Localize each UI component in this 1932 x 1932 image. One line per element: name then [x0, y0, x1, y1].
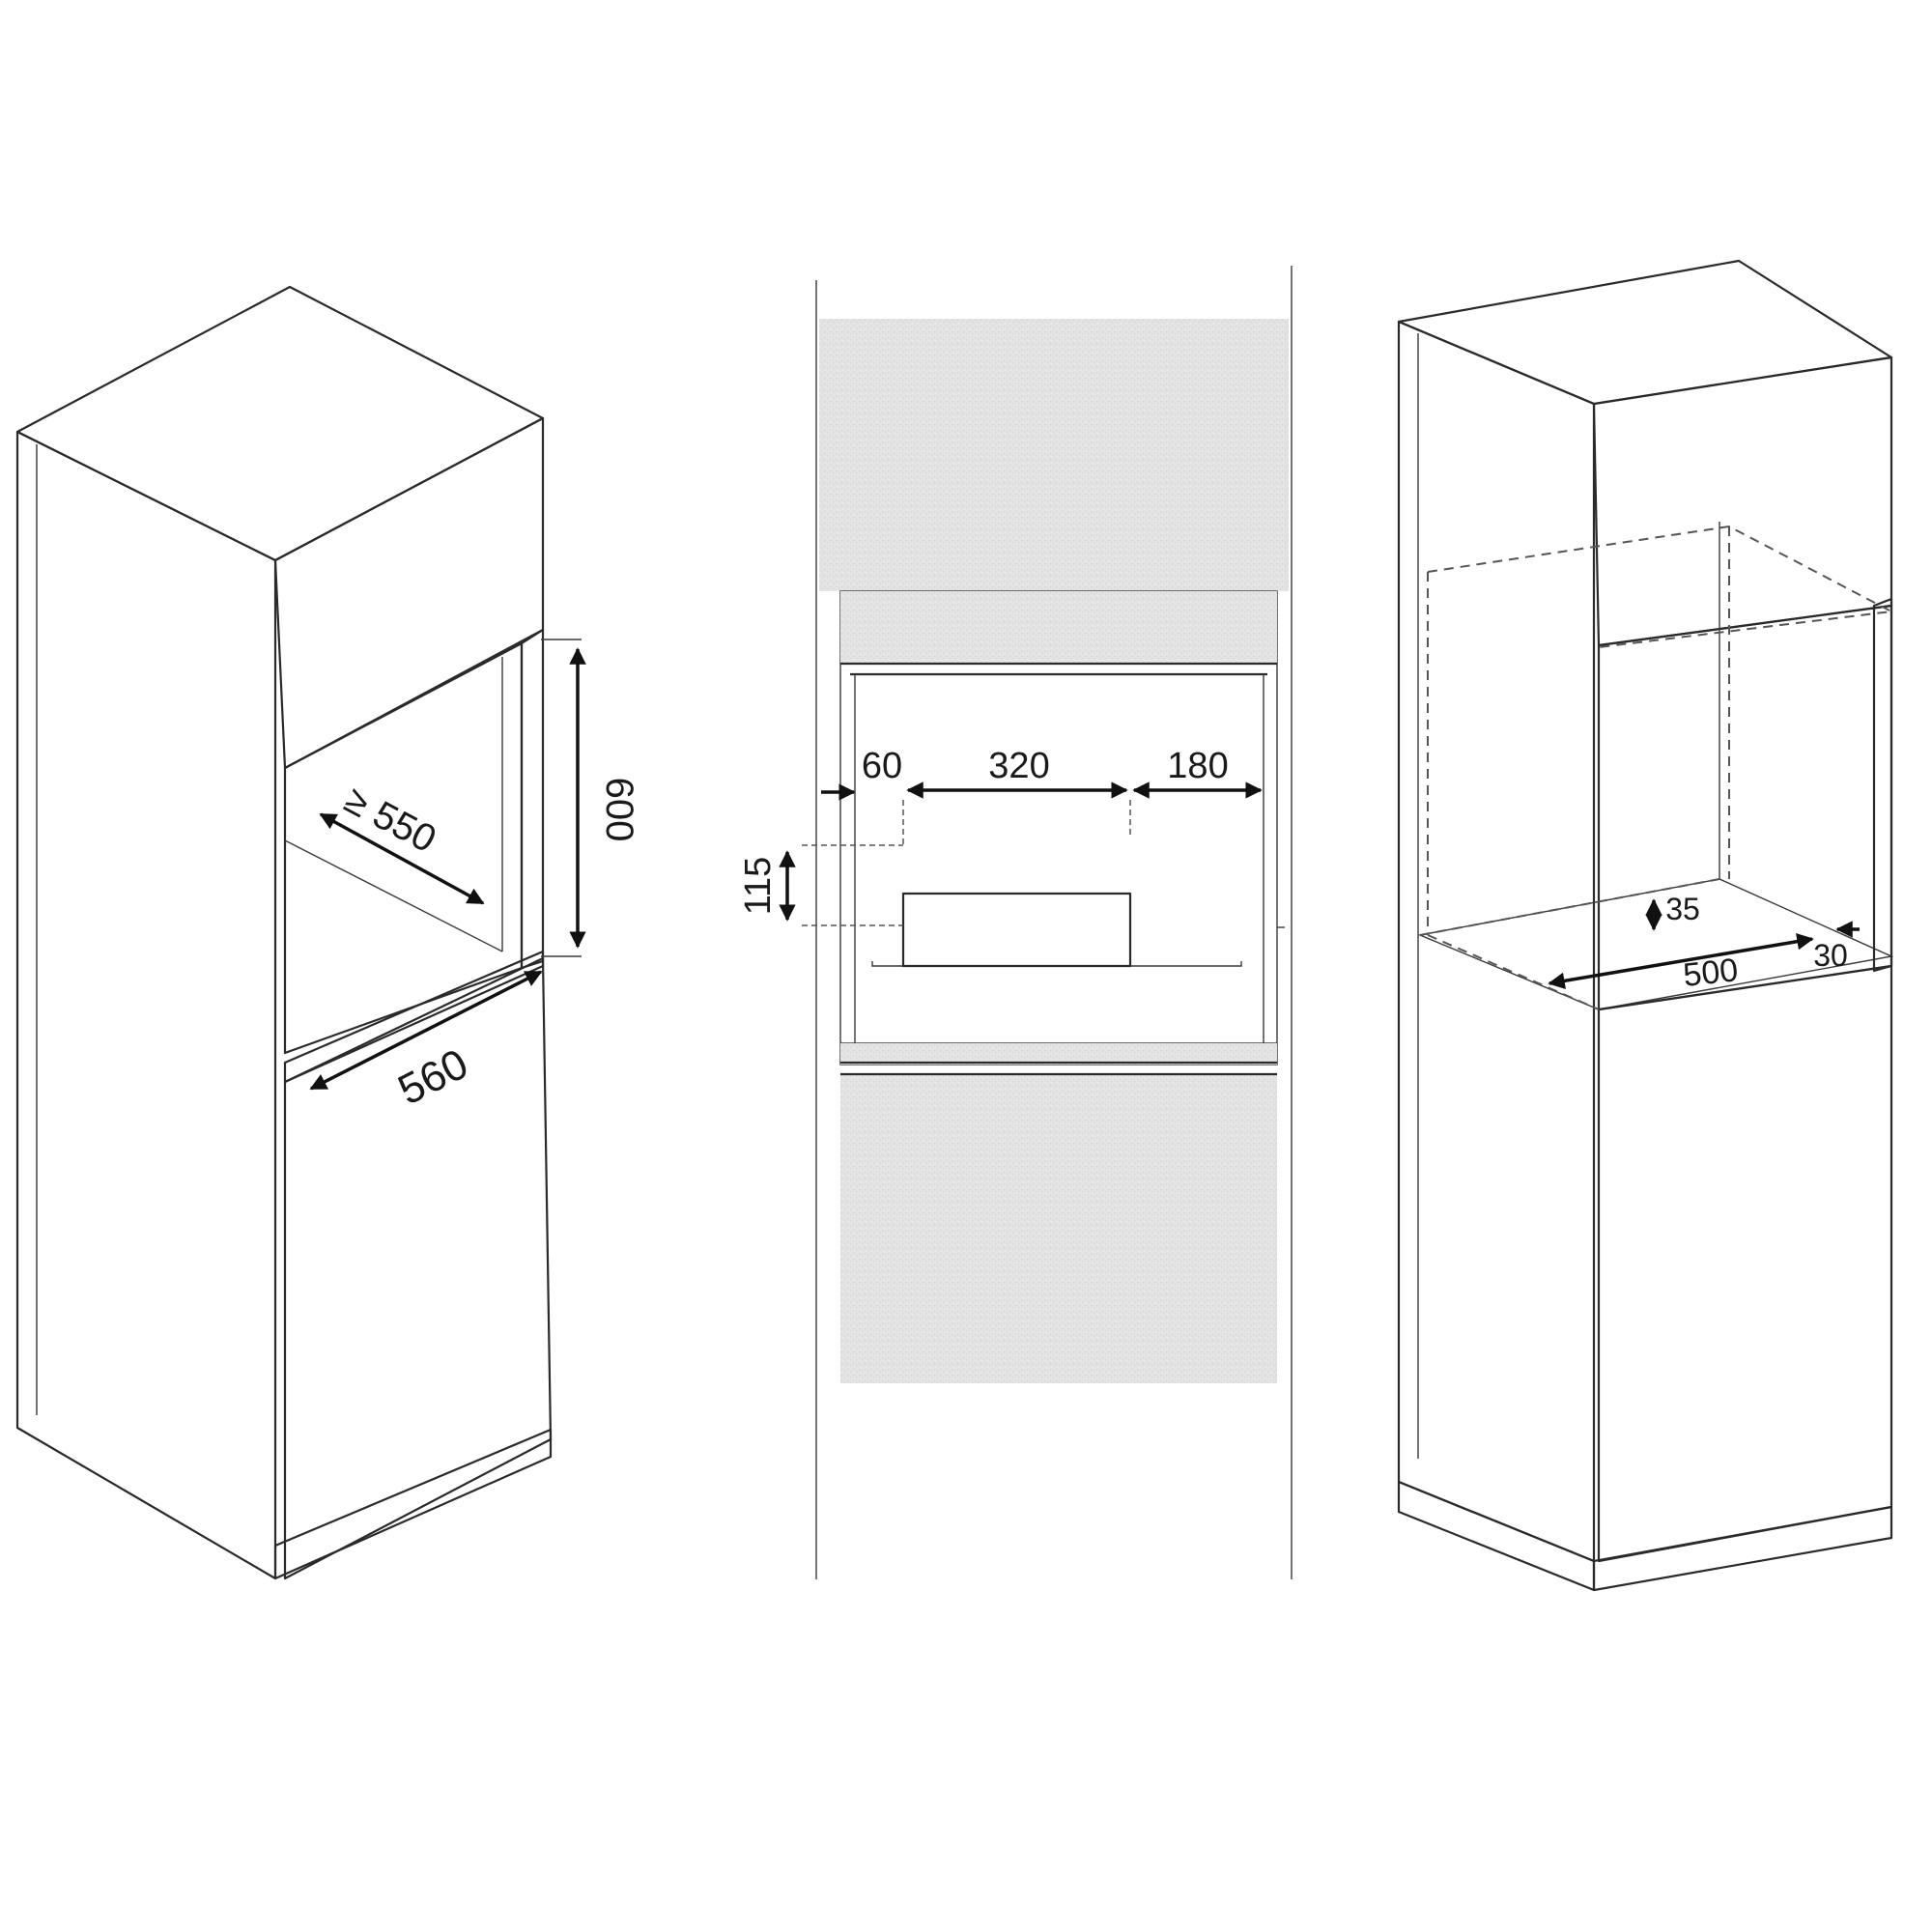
left-depth-dimension: ≥ 550: [319, 779, 485, 905]
right-depth-dimension: 500: [1548, 932, 1814, 994]
right-depth-arrow: [1548, 932, 1814, 990]
front-view: [802, 266, 1293, 1579]
left-cabinet: [15, 285, 553, 1580]
front-cutout-width-dimension: 320: [906, 746, 1128, 799]
front-cutout-height-dimension: 115: [738, 850, 796, 922]
cutout-width-label: 320: [988, 746, 1049, 786]
depth-arrow: [319, 812, 485, 905]
left-height-dimension: 600: [541, 639, 640, 957]
right-cabinet: [1397, 259, 1895, 1592]
height-label: 600: [598, 778, 640, 842]
left-width-dimension: 560: [309, 970, 543, 1115]
gap-label: 35: [1665, 892, 1700, 926]
right-gap-dimension: 35: [1645, 892, 1700, 931]
left-offset-label: 60: [862, 746, 902, 786]
right-rear-dimension: 30: [1813, 921, 1860, 973]
front-right-offset-dimension: 180: [1132, 746, 1263, 799]
width-label: 560: [391, 1040, 476, 1115]
cable-cutout: [901, 892, 1132, 968]
rear-label: 30: [1813, 938, 1848, 973]
width-arrow: [309, 970, 543, 1091]
right-depth-label: 500: [1682, 952, 1740, 994]
cutout-height-label: 115: [738, 857, 779, 916]
front-left-offset-dimension: 60: [821, 746, 902, 801]
depth-label: ≥ 550: [338, 779, 443, 862]
right-offset-label: 180: [1167, 746, 1228, 786]
